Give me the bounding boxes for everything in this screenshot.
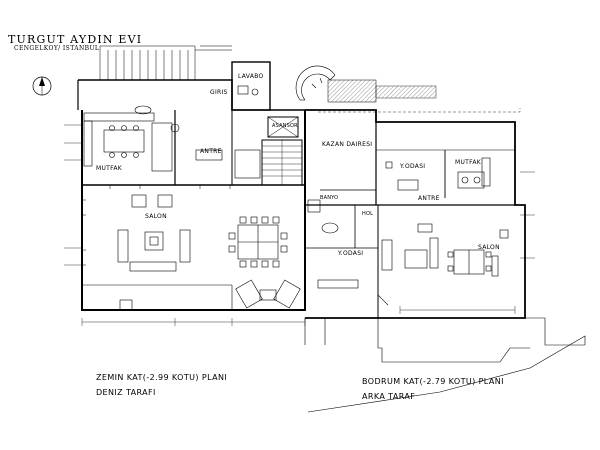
side-annotations <box>64 124 535 266</box>
caption-ground-side: DENIZ TARAFI <box>96 388 156 397</box>
antre-furniture <box>195 85 261 179</box>
room-label-asansor: ASANSOR <box>272 123 298 129</box>
room-label-y-odasi-upper: Y.ODASI <box>400 163 426 170</box>
room-label-hol: HOL <box>362 211 374 217</box>
drawing-subtitle: CENGELKOY/ ISTANBUL <box>14 45 100 52</box>
room-label-lavabo: LAVABO <box>238 73 264 80</box>
room-label-antre-basement: ANTRE <box>418 195 440 202</box>
dimension-lines <box>81 306 516 326</box>
property-line <box>318 108 521 113</box>
room-label-banyo: BANYO <box>320 195 339 201</box>
room-label-giris: GIRIS <box>210 89 228 96</box>
room-label-mutfak-basement: MUTFAK <box>455 159 481 166</box>
room-label-mutfak-ground: MUTFAK <box>96 165 122 172</box>
ground-windows <box>82 185 231 266</box>
room-label-salon-ground: SALON <box>145 213 167 220</box>
room-label-antre-ground: ANTRE <box>200 148 222 155</box>
ground-floor-walls <box>77 61 306 311</box>
drawing-title: TURGUT AYDIN EVI <box>8 33 143 46</box>
salon-furniture <box>117 194 301 311</box>
kitchen-furniture <box>83 105 180 172</box>
lot-boundary <box>307 335 586 413</box>
retaining-wall-hatch <box>327 79 377 103</box>
entrance-steps <box>99 45 232 80</box>
basement-terrace <box>304 317 585 363</box>
north-arrow-icon <box>32 76 52 96</box>
stair-treads <box>262 140 302 185</box>
room-label-salon-basement: SALON <box>478 244 500 251</box>
basement-furniture <box>307 157 509 306</box>
caption-ground-plan: ZEMIN KAT(-2.99 KOTU) PLANI <box>96 373 228 382</box>
spiral-stair <box>295 65 336 101</box>
caption-basement-plan: BODRUM KAT(-2.79 KOTU) PLANI <box>362 377 504 386</box>
retaining-wall-hatch-2 <box>375 85 437 99</box>
room-label-kazan-dairesi: KAZAN DAIRESI <box>322 141 373 148</box>
room-label-y-odasi-lower: Y.ODASI <box>338 250 364 257</box>
caption-basement-side: ARKA TARAF <box>362 392 416 401</box>
